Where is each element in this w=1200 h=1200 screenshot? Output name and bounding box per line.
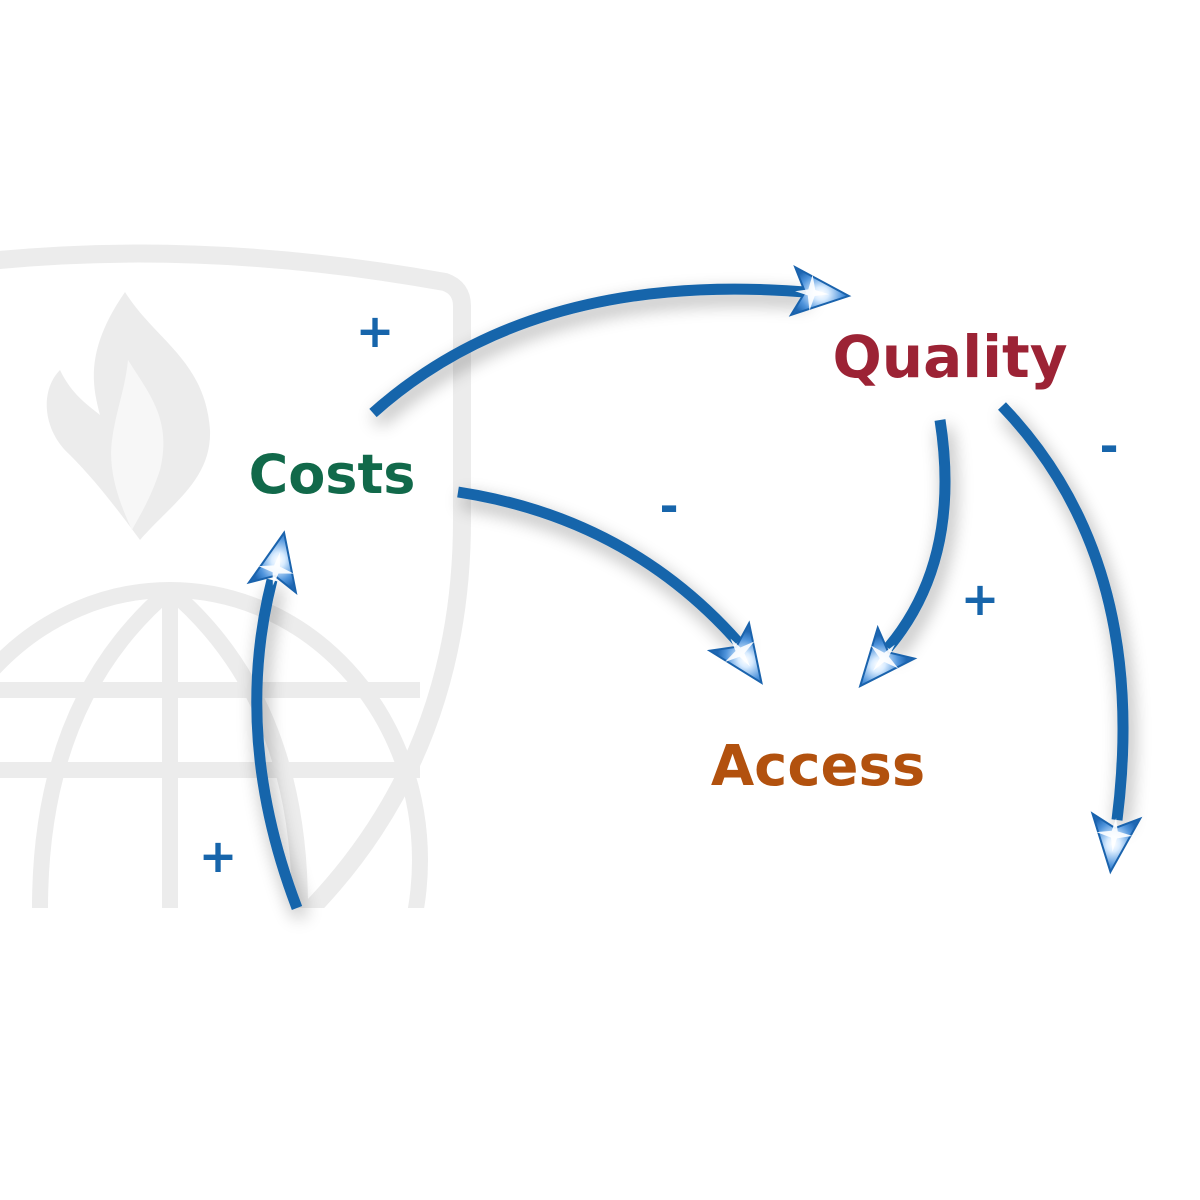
sign-quality-outward: - [1099,419,1118,473]
sign-into-costs: + [199,829,238,883]
node-costs: Costs [249,443,416,506]
sparkle-arrowhead-icon [246,530,298,595]
sparkle-arrowhead-icon [858,624,918,688]
sparkle-arrowhead-icon [788,265,852,317]
arrow-quality-to-access [883,419,951,652]
torch-flame-inner [111,360,164,530]
globe-icon [0,582,428,908]
shield-torch-globe-logo-watermark [0,244,471,908]
sign-quality-to-access: + [961,572,1000,626]
node-quality: Quality [832,323,1067,391]
arrow-into-costs [251,578,303,910]
sign-costs-to-access: - [659,479,678,533]
sign-costs-to-quality: + [356,304,395,358]
arrows [251,283,1129,910]
sparkle-arrowhead-icon [1090,811,1143,875]
node-access: Access [711,734,925,799]
sparkle-arrowhead-icon [706,620,763,685]
arrow-costs-to-quality [369,283,806,418]
arrowheads [246,265,1143,875]
arrow-quality-outward [998,402,1129,821]
arrow-costs-to-access [457,486,743,646]
